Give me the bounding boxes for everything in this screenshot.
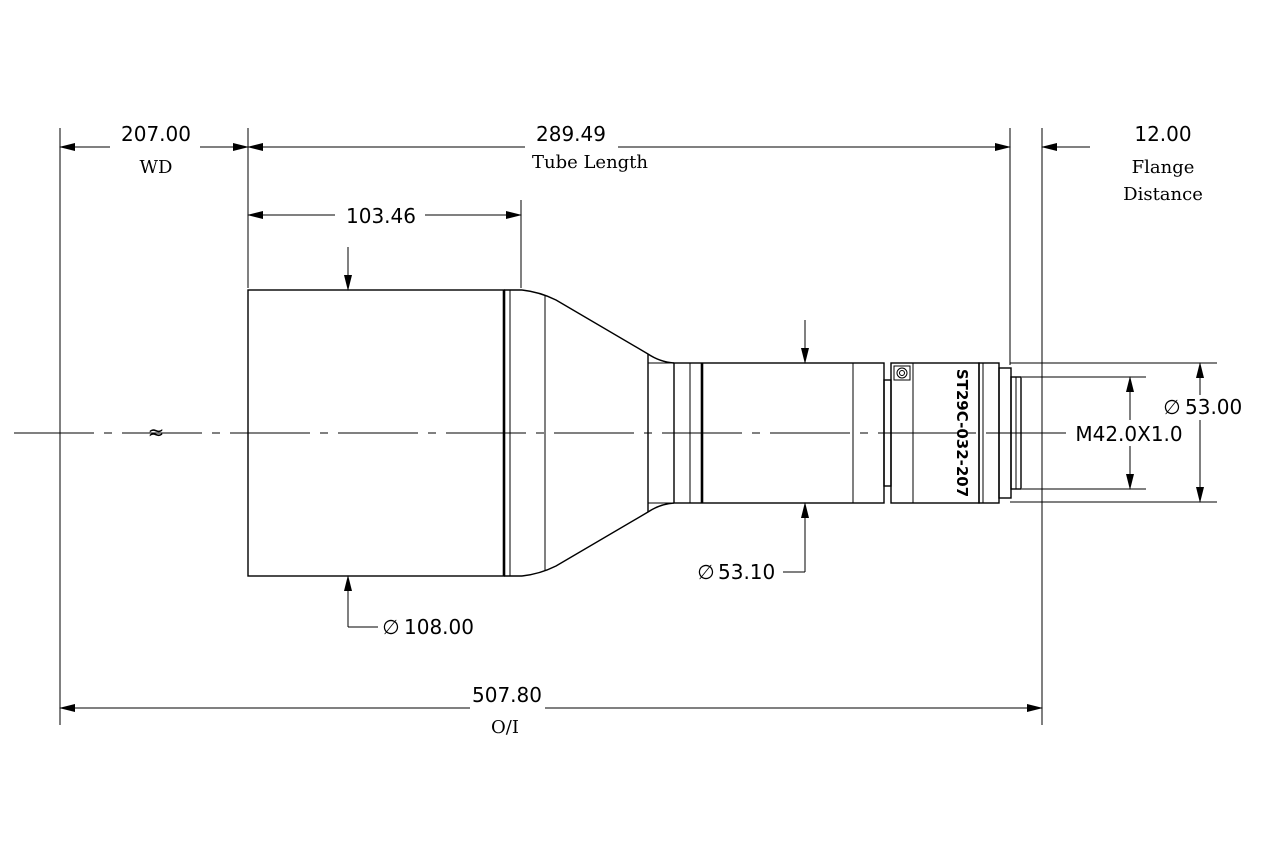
taper-cone [521,289,675,364]
middle-diameter-symbol: ∅ [697,560,714,584]
tube-length-label: Tube Length [532,152,648,173]
wd-value: 207.00 [121,122,191,146]
thread-spec: M42.0X1.0 [1075,422,1182,446]
mount-diameter-dimension: ∅ 53.00 [1163,362,1242,503]
middle-diameter-value: 53.10 [718,560,775,584]
front-diameter-callout: ∅ 108.00 [344,247,474,639]
overall-length-dimension: 507.80 O/I [59,683,1043,738]
mount-diameter-value: 53.00 [1185,395,1242,419]
front-section-dimension: 103.46 [247,204,522,228]
middle-diameter-callout: ∅ 53.10 [697,320,809,584]
front-diameter-value: 108.00 [404,615,474,639]
lock-screw [893,365,911,381]
model-label: ST29C-032-207 [953,369,971,497]
mount-diameter-symbol: ∅ [1163,395,1180,419]
flange-distance-dimension: 12.00 Flange Distance [1041,122,1203,205]
overall-length-label: O/I [491,717,519,738]
wd-label: WD [140,157,173,178]
lock-screw-head [896,367,908,379]
tube-length-dimension: 289.49 Tube Length [247,122,1011,173]
front-section-value: 103.46 [346,204,416,228]
lens-body [247,289,1022,577]
overall-length-value: 507.80 [472,683,542,707]
axis-break-symbol: ≈ [148,420,165,444]
wd-dimension: 207.00 WD [59,122,249,178]
front-diameter-symbol: ∅ [382,615,399,639]
flange-distance-value: 12.00 [1134,122,1191,146]
thread-dimension: M42.0X1.0 [1075,376,1183,490]
tube-length-value: 289.49 [536,122,606,146]
flange-distance-label-2: Distance [1123,184,1203,205]
flange-distance-label-1: Flange [1132,157,1195,178]
